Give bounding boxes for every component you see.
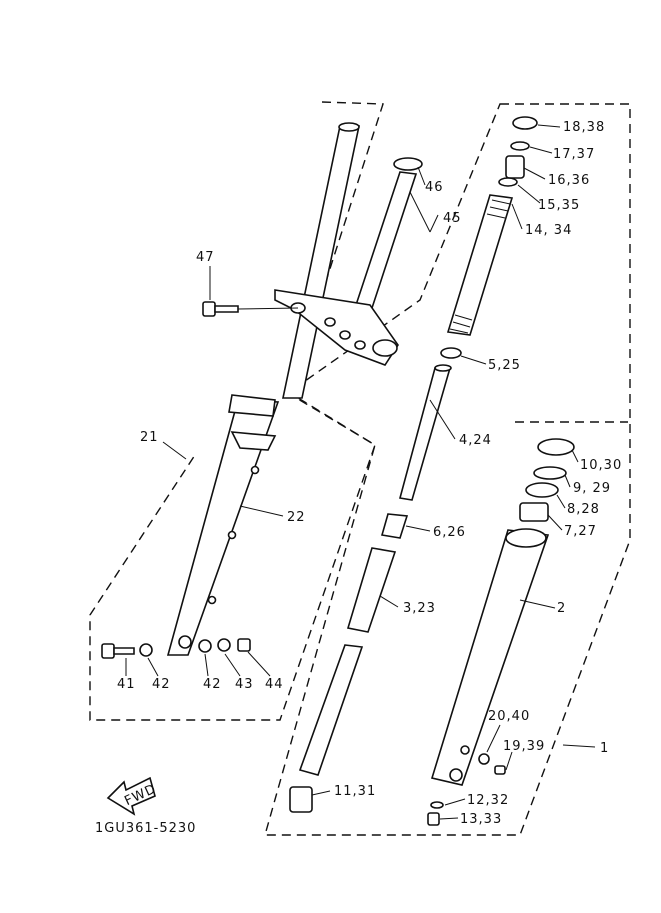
label-5-25: 5,25: [488, 358, 521, 373]
label-43: 43: [235, 677, 254, 692]
seal-10: [537, 438, 575, 456]
label-45: 45: [443, 211, 462, 226]
steering-stem: [274, 157, 423, 366]
label-17-37: 17,37: [553, 147, 595, 162]
label-18-38: 18,38: [563, 120, 605, 135]
label-42b: 42: [203, 677, 222, 692]
washer-42a: [139, 643, 153, 657]
label-15-35: 15,35: [538, 198, 580, 213]
spacer-5: [440, 347, 462, 359]
label-8-28: 8,28: [567, 502, 600, 517]
label-3-23: 3,23: [403, 601, 436, 616]
label-41: 41: [117, 677, 136, 692]
washer-15: [498, 177, 518, 187]
under-bracket: [274, 289, 399, 366]
bolt-13: [427, 812, 440, 826]
cap-18: [512, 116, 538, 130]
outer-tube-2: [430, 528, 550, 786]
bushing-7: [519, 502, 549, 522]
label-44: 44: [265, 677, 284, 692]
diagram-code: 1GU361-5230: [95, 821, 196, 836]
label-6-26: 6,26: [433, 525, 466, 540]
label-42a: 42: [152, 677, 171, 692]
screw-19: [494, 765, 506, 775]
label-22: 22: [287, 510, 306, 525]
label-14-34: 14, 34: [525, 223, 572, 238]
label-20-40: 20,40: [488, 709, 530, 724]
label-16-36: 16,36: [548, 173, 590, 188]
oil-seal-8: [525, 482, 559, 498]
left-outer-tube: [166, 394, 280, 656]
label-46: 46: [425, 180, 444, 195]
label-21: 21: [140, 430, 159, 445]
nut-44: [237, 638, 251, 652]
label-47: 47: [196, 250, 215, 265]
leader-lines: [125, 124, 596, 820]
damper-rod-4: [398, 364, 452, 501]
label-11-31: 11,31: [334, 784, 376, 799]
group-boundary-right: [264, 103, 631, 836]
label-12-32: 12,32: [467, 793, 509, 808]
spring-6: [380, 513, 409, 539]
label-10-30: 10,30: [580, 458, 622, 473]
clip-17: [510, 141, 530, 151]
label-4-24: 4,24: [459, 433, 492, 448]
label-2: 2: [557, 601, 566, 616]
label-9-29: 9, 29: [573, 481, 611, 496]
bolt-41: [101, 643, 135, 659]
label-19-39: 19,39: [503, 739, 545, 754]
label-1: 1: [600, 741, 609, 756]
stem-bearing: [393, 157, 423, 171]
group-boundary-left: [89, 101, 384, 721]
gasket-12: [430, 801, 444, 809]
washer-42b: [198, 639, 212, 653]
adjuster-16: [505, 155, 525, 179]
washer-43: [217, 638, 231, 652]
washer-20: [478, 753, 490, 765]
inner-tube-3: [298, 547, 397, 776]
fwd-arrow-icon: [106, 776, 156, 816]
left-inner-tube: [282, 122, 360, 399]
label-7-27: 7,27: [564, 524, 597, 539]
label-13-33: 13,33: [460, 812, 502, 827]
bolt-47: [202, 301, 239, 317]
slide-metal-11: [289, 786, 313, 813]
clip-9: [533, 466, 567, 480]
spring-14: [446, 194, 514, 336]
